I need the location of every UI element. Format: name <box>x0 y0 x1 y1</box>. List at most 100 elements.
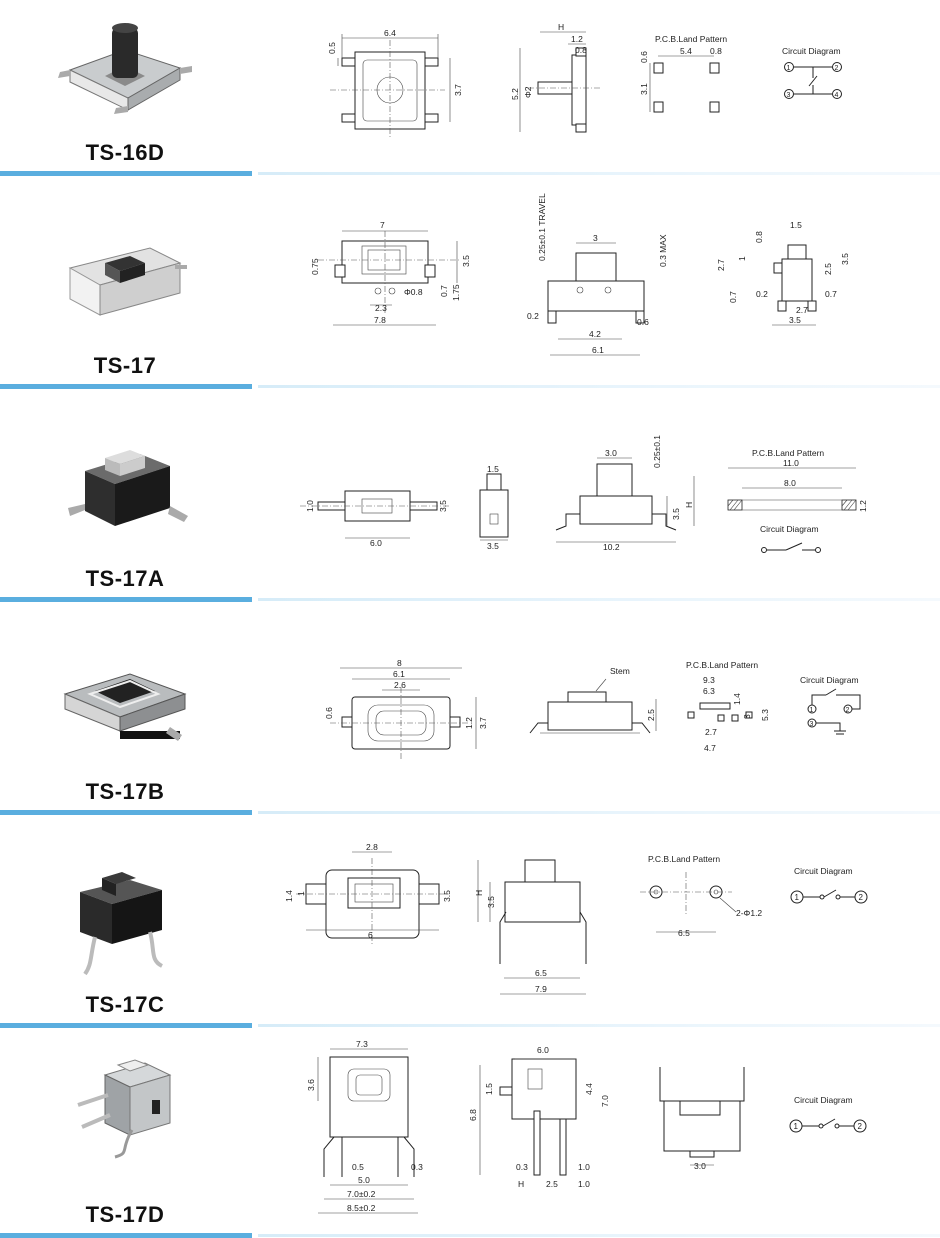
dimension-label: 2.6 <box>394 680 406 690</box>
dim-pcb-d: 3.1 <box>639 83 649 95</box>
dimension-label: 6.1 <box>393 669 405 679</box>
dimension-label: 3.0 <box>694 1161 706 1171</box>
dimension-label: 5.3 <box>760 709 770 721</box>
product-row-ts17d: TS-17D 7.3 3.6 0.5 0.3 5.0 7.0±0.2 8.5±0… <box>0 1025 940 1238</box>
dimension-label: 7 <box>380 220 385 230</box>
dimension-label: 1.4 <box>284 890 294 902</box>
circuit-title: Circuit Diagram <box>800 675 859 685</box>
product-photo-ts16d <box>58 23 192 114</box>
dimension-label: 1.4 <box>732 693 742 705</box>
dimension-label: 3 <box>593 233 598 243</box>
dimension-label: 4.4 <box>584 1083 594 1095</box>
dimension-label: 6.1 <box>592 345 604 355</box>
dimension-label: 2.7 <box>796 305 808 315</box>
dim-top-side: 0.5 <box>327 42 337 54</box>
end-view-drawing: 3.0 <box>659 1067 745 1171</box>
model-name: TS-17A <box>85 566 165 591</box>
dimension-label: 0.6 <box>324 707 334 719</box>
top-view-drawing: 7 3.5 0.75 0.7 1.75 2.3 Φ0.8 7.8 <box>310 220 471 326</box>
product-photo-ts17c <box>80 872 164 976</box>
dimension-label: 0.25±0.1 <box>652 435 662 468</box>
pcb-land-pattern: P.C.B.Land Pattern 6.5 2-Φ1.2 <box>640 854 762 938</box>
side-view-drawing: Stem 2.5 <box>529 666 657 734</box>
dimension-label: 0.7 <box>728 291 738 303</box>
product-row-ts17: TS-17 7 3.5 0.75 0.7 1.75 2.3 Φ0.8 7.8 <box>0 193 940 426</box>
dimension-label: 3 <box>787 92 791 99</box>
dimension-label: 6.0 <box>370 538 382 548</box>
dimension-label: 6.8 <box>468 1109 478 1121</box>
side-view-drawing: H 3.5 6.5 7.9 <box>474 859 587 995</box>
dimension-label: 10.2 <box>603 542 620 552</box>
section-divider <box>0 384 940 389</box>
pcb-land-pattern: P.C.B.Land Pattern 11.0 8.0 1.2 <box>727 448 868 512</box>
dim-side-H: H <box>558 22 564 32</box>
dimension-label: 1.75 <box>451 284 461 301</box>
dimension-label: H <box>474 890 484 896</box>
pcb-land-pattern: P.C.B.Land Pattern 5.4 0.8 0.6 3.1 <box>639 34 727 113</box>
dimension-label: 0.25±0.1 TRAVEL <box>537 193 547 261</box>
drawings-ts17a: 1.0 3.5 6.0 1.5 3.5 3.0 0.25±0.1 3.5 H <box>300 435 868 553</box>
dimension-label: 3.5 <box>487 541 499 551</box>
dim-top-width: 6.4 <box>384 28 396 38</box>
dimension-label: 7.3 <box>356 1039 368 1049</box>
dimension-label: 0.3 MAX <box>658 234 668 267</box>
product-row-ts17c: TS-17C 2.8 1.4 1 3.5 6 H 3.5 <box>0 842 940 1065</box>
pcb-title: P.C.B.Land Pattern <box>752 448 824 458</box>
dimension-label: 2 <box>846 707 850 714</box>
top-view-drawing: 8 6.1 2.6 0.6 1.2 3.7 <box>324 658 488 759</box>
circuit-title: Circuit Diagram <box>794 866 853 876</box>
product-photo-ts17d <box>77 1059 172 1159</box>
pcb-title: P.C.B.Land Pattern <box>655 34 727 44</box>
top-view-drawing: 7.3 3.6 0.5 0.3 5.0 7.0±0.2 8.5±0.2 <box>306 1039 423 1214</box>
dimension-label: 8.0 <box>784 478 796 488</box>
circuit-title: Circuit Diagram <box>760 524 819 534</box>
pcb-title: P.C.B.Land Pattern <box>686 660 758 670</box>
section-divider <box>0 597 940 602</box>
dimension-label: 0.7 <box>439 285 449 297</box>
dimension-label: 1.0 <box>578 1162 590 1172</box>
dimension-label: 6.5 <box>535 968 547 978</box>
dimension-label: H <box>684 502 694 508</box>
model-name: TS-17D <box>85 1202 165 1227</box>
section-divider <box>0 1023 940 1028</box>
dimension-label: 1.5 <box>487 464 499 474</box>
dimension-label: 1.5 <box>790 220 802 230</box>
section-divider <box>0 171 940 176</box>
end-view-drawing: 1.5 3.5 <box>479 464 509 551</box>
dimension-label: 3.5 <box>840 253 850 265</box>
dimension-label: 11.0 <box>783 458 799 468</box>
dim-side-height: 5.2 <box>510 88 520 100</box>
dimension-label: 2 <box>858 1122 863 1131</box>
pcb-title: P.C.B.Land Pattern <box>648 854 720 864</box>
circuit-diagram: Circuit Diagram <box>760 524 821 553</box>
dimension-label: 3 <box>742 714 752 719</box>
top-view-drawing: 6.4 0.5 3.7 <box>327 28 463 138</box>
dimension-label: 2.5 <box>823 263 833 275</box>
dimension-label: 1.0 <box>578 1179 590 1189</box>
dimension-label: 2.5 <box>646 709 656 721</box>
dimension-label: 1 <box>810 707 814 714</box>
dimension-label: 6.3 <box>703 686 715 696</box>
dimension-label: 1.0 <box>305 500 315 512</box>
circuit-diagram: Circuit Diagram 1 2 <box>789 1095 867 1133</box>
dimension-label: 7.8 <box>374 315 386 325</box>
dimension-label: 1.2 <box>858 500 868 512</box>
dimension-label: 7.9 <box>535 984 547 994</box>
dimension-label: 4 <box>835 92 839 99</box>
dimension-label: 0.2 <box>527 311 539 321</box>
dimension-label: 2.5 <box>546 1179 558 1189</box>
dimension-label: 3.7 <box>478 717 488 729</box>
side-view-drawing: 6.0 6.8 1.5 4.4 7.0 0.3 1.0 H 2.5 1.0 <box>468 1045 610 1189</box>
circuit-diagram: Circuit Diagram 1 2 3 <box>800 675 861 735</box>
section-divider <box>0 1233 940 1238</box>
dimension-label: 7.0 <box>600 1095 610 1107</box>
dimension-label: 3.6 <box>306 1079 316 1091</box>
product-row-ts16d: TS-16D 6.4 0.5 3.7 H <box>0 0 940 213</box>
pcb-land-pattern: P.C.B.Land Pattern 9.3 6.3 1.4 3 5.3 2.7… <box>686 660 770 753</box>
dimension-label: 0.7 <box>825 289 837 299</box>
dimension-label: 1 <box>794 1122 799 1131</box>
side-view-drawing: H 1.2 0.8 5.2 Φ2 <box>510 22 600 133</box>
dim-pcb-a: 5.4 <box>680 46 692 56</box>
dimension-label: 0.5 <box>352 1162 364 1172</box>
dimension-label: 0.6 <box>637 317 649 327</box>
